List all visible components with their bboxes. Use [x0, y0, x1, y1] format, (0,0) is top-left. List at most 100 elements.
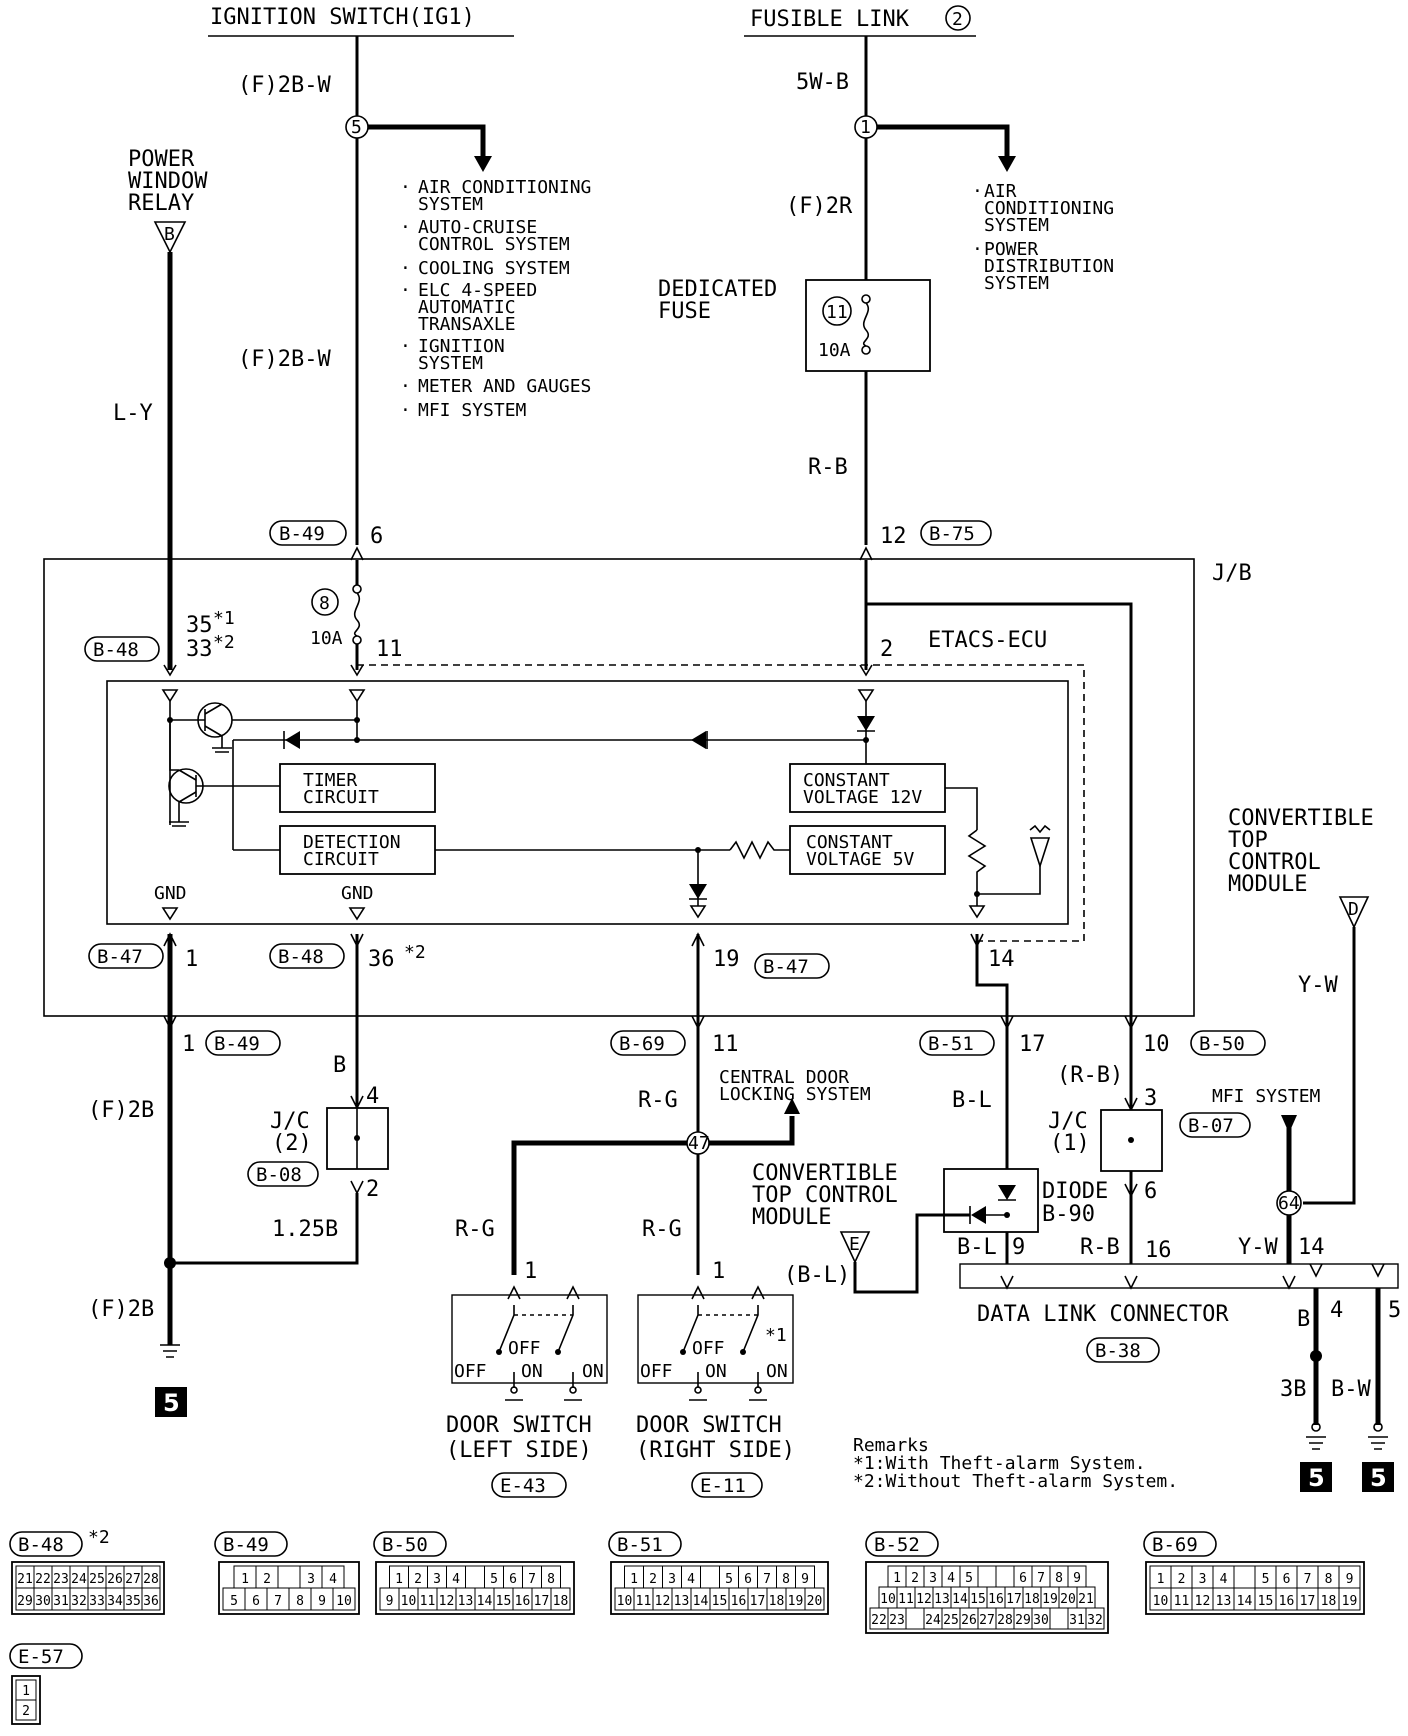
pin-10: 10	[1143, 1032, 1170, 1057]
svg-text:COOLING SYSTEM: COOLING SYSTEM	[418, 258, 570, 279]
svg-text:B-38: B-38	[1095, 1340, 1141, 1362]
pinout-e57-pin: 1	[22, 1684, 30, 1699]
pinout-b50-pin: 14	[477, 1594, 493, 1609]
pinout-b52-pin: 13	[934, 1592, 950, 1607]
svg-text:B-51: B-51	[928, 1033, 974, 1055]
svg-text:33: 33	[186, 637, 213, 662]
wire-bl-14	[975, 934, 1009, 1264]
pinout-b69-pin: 1	[1157, 1572, 1165, 1587]
door-switch-right: OFF *1 OFF ON ON DOOR SWITCH (RIGHT SIDE…	[636, 1285, 795, 1463]
pinout-e57-cell	[15, 1699, 37, 1721]
svg-text:*2: *2	[213, 632, 235, 653]
pin-12: 12	[880, 524, 907, 549]
svg-text:·: ·	[400, 336, 411, 357]
conn-e43: E-43	[491, 1472, 567, 1498]
central-lock-arrow-icon	[784, 1098, 800, 1114]
wire-fusible-branch	[877, 124, 1010, 158]
pinout-b52-pin: 7	[1037, 1571, 1045, 1586]
pin-2: 2	[880, 637, 893, 662]
pinout-b50-pin: 12	[439, 1594, 455, 1609]
svg-text:ON: ON	[705, 1361, 727, 1382]
pin-11-b69: 11	[712, 1032, 739, 1057]
pinout-b48-pin: 26	[107, 1572, 123, 1587]
data-link-connector: DATA LINK CONNECTOR	[959, 1263, 1399, 1327]
pinout-b69-pin: 4	[1220, 1572, 1228, 1587]
wire-label-b-dlc: B	[1297, 1307, 1310, 1332]
svg-text:AUTO-CRUISE: AUTO-CRUISE	[418, 217, 537, 238]
ground-5-left: 5	[155, 1387, 187, 1417]
conn-b38: B-38	[1086, 1337, 1160, 1363]
pinout-b48-pin: 23	[53, 1572, 69, 1587]
pinout-b49-pin: 3	[307, 1572, 315, 1587]
pinout-b52-pin: 31	[1069, 1613, 1085, 1628]
svg-text:B-07: B-07	[1188, 1115, 1234, 1137]
svg-text:J/C: J/C	[270, 1109, 310, 1134]
branch-arrow-icon-2	[998, 156, 1016, 172]
pinout-b69-pin: 12	[1195, 1594, 1211, 1609]
wire-label-yw-low: Y-W	[1238, 1235, 1278, 1260]
pinout-b51-pin: 8	[782, 1572, 790, 1587]
pinout-b52-cell	[995, 1565, 1015, 1588]
svg-text:D: D	[1348, 899, 1359, 920]
svg-text:*1: *1	[213, 608, 235, 629]
pin-door-left: 1	[524, 1259, 537, 1284]
pinout-b69-pin: 8	[1325, 1572, 1333, 1587]
conn-b08: B-08	[247, 1161, 319, 1187]
svg-text:·: ·	[400, 217, 411, 238]
conn-b49-low: B-49	[205, 1030, 281, 1056]
svg-text:AIR: AIR	[984, 181, 1017, 202]
svg-text:FUSE: FUSE	[658, 299, 711, 324]
svg-text:TOP: TOP	[1228, 828, 1268, 853]
svg-text:CIRCUIT: CIRCUIT	[303, 787, 379, 808]
svg-text:TOP CONTROL: TOP CONTROL	[752, 1183, 898, 1208]
svg-text:IGNITION: IGNITION	[418, 336, 505, 357]
svg-text:35: 35	[186, 613, 213, 638]
pinout-b48-pin: 29	[17, 1594, 33, 1609]
pinout-b69-pin: 7	[1304, 1572, 1312, 1587]
diode-b90: DIODE B-90	[943, 1168, 1108, 1233]
pinout-b50-pin: 17	[534, 1594, 550, 1609]
pin-4: 4	[366, 1084, 379, 1109]
svg-text:36: 36	[368, 947, 395, 972]
svg-text:5: 5	[351, 117, 362, 138]
pinout-b49-pin: 1	[241, 1572, 249, 1587]
svg-text:POWER: POWER	[128, 147, 195, 172]
branch-arrow-icon	[474, 156, 492, 172]
ground-icon-2	[1306, 1436, 1326, 1450]
remarks: Remarks *1:With Theft-alarm System. *2:W…	[853, 1435, 1178, 1492]
pinout-b49-pin: 8	[296, 1594, 304, 1609]
timer-circuit: TIMER CIRCUIT	[279, 763, 436, 813]
pinout-b48-pin: 30	[35, 1594, 51, 1609]
wire-label-f2b-a: (F)2B	[88, 1098, 154, 1123]
wire-label-ly: L-Y	[113, 401, 153, 426]
svg-text:CENTRAL DOOR: CENTRAL DOOR	[719, 1067, 849, 1088]
gnd-label-1: GND	[154, 883, 187, 904]
junction-block	[43, 558, 1195, 1017]
pinout-b52-pin: 30	[1033, 1613, 1049, 1628]
svg-text:E-57: E-57	[18, 1646, 64, 1668]
pinout-b51-pin: 2	[649, 1572, 657, 1587]
pinout-b51-pin: 16	[731, 1594, 747, 1609]
svg-text:VOLTAGE 12V: VOLTAGE 12V	[803, 787, 922, 808]
gnd-label-2: GND	[341, 883, 374, 904]
svg-text:(1): (1)	[1050, 1131, 1090, 1156]
pin-16: 16	[1145, 1238, 1172, 1263]
pinout-b49-pin: 2	[263, 1572, 271, 1587]
svg-text:B-48: B-48	[278, 946, 324, 968]
wire-yw-ctm	[1303, 927, 1356, 1205]
svg-text:OFF: OFF	[454, 1361, 487, 1382]
pinout-b69-pin: 6	[1283, 1572, 1291, 1587]
wire-label-f2r: (F)2R	[786, 194, 853, 219]
pin-door-right: 1	[712, 1259, 725, 1284]
pin-17: 17	[1019, 1032, 1046, 1057]
pinout-b50-cell	[550, 1587, 571, 1611]
dedicated-fuse: DEDICATED FUSE 11 10A	[658, 277, 931, 372]
pinout-b52-pin: 26	[961, 1613, 977, 1628]
pinout-b48-pin: 35	[125, 1594, 141, 1609]
svg-text:64: 64	[1278, 1193, 1300, 1214]
svg-text:B-50: B-50	[382, 1534, 428, 1556]
pinout-b51-cell	[804, 1587, 825, 1611]
